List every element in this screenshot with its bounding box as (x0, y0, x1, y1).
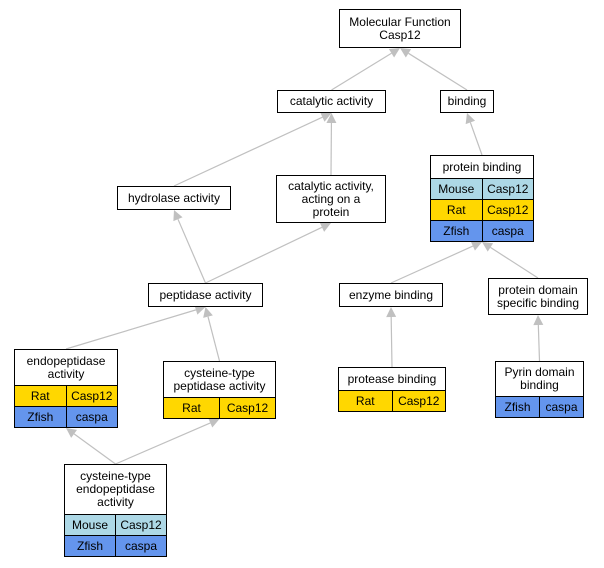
node-label: Pyrin domain binding (504, 365, 575, 392)
edge-protease-enzb (390, 316, 393, 368)
node-label: protease binding (347, 371, 437, 386)
node-label: catalytic activity (289, 94, 374, 108)
species-cell: Zfish (15, 407, 66, 427)
gene-cell: Casp12 (115, 515, 166, 535)
gene-cell: caspa (539, 397, 583, 417)
node-cysteine-type-endopeptidase-activity[interactable]: cysteine-type endopeptidase activity Mou… (64, 464, 167, 557)
node-catalytic-activity-acting-on-protein[interactable]: catalytic activity, acting on a protein (276, 175, 386, 223)
arrowhead-hydro-cat (320, 112, 332, 122)
gene-cell: Casp12 (219, 398, 275, 418)
arrowhead-catprot-cat (326, 113, 337, 124)
arrowhead-cysendo-endo (66, 428, 78, 438)
gene-cell: Casp12 (65, 386, 117, 406)
arrowhead-endo-pept (194, 305, 206, 315)
node-catalytic-activity[interactable]: catalytic activity (277, 90, 386, 113)
node-enzyme-binding[interactable]: enzyme binding (339, 283, 443, 307)
arrowhead-enzb-protb (470, 241, 482, 251)
arrowhead-protb-bind (465, 113, 476, 125)
species-cell: Zfish (496, 397, 539, 417)
gene-cell: Casp12 (391, 391, 445, 411)
node-binding[interactable]: binding (440, 90, 494, 113)
species-cell: Zfish (65, 536, 115, 556)
species-cell: Rat (431, 200, 482, 220)
node-label: Molecular Function Casp12 (349, 14, 451, 42)
node-label: catalytic activity, acting on a protein (288, 178, 374, 219)
edge-bind-mf (408, 52, 468, 91)
node-label: endopeptidase activity (26, 353, 106, 381)
edge-pept-catprot (205, 226, 323, 284)
species-cell: Mouse (65, 515, 115, 535)
arrowhead-cat-mf (388, 48, 400, 58)
node-label: cysteine-type peptidase activity (173, 365, 266, 393)
edge-pdsb-protb (490, 246, 539, 279)
gene-cell: caspa (65, 407, 117, 427)
species-cell: Rat (339, 391, 392, 411)
edge-pyrin-pdsb (537, 324, 541, 362)
node-label: protein binding (442, 159, 522, 174)
node-label: enzyme binding (348, 287, 434, 302)
edge-endo-pept (65, 309, 197, 350)
node-label: hydrolase activity (127, 190, 221, 205)
node-label: cysteine-type endopeptidase activity (76, 469, 155, 509)
node-protein-domain-specific-binding[interactable]: protein domain specific binding (488, 278, 588, 315)
arrowhead-protease-enzb (386, 307, 397, 318)
node-hydrolase-activity[interactable]: hydrolase activity (117, 186, 231, 210)
arrowhead-bind-mf (400, 48, 412, 58)
arrowhead-pept-catprot (319, 222, 331, 232)
edge-cyspa-pept (207, 316, 221, 362)
edge-protb-bind (469, 122, 483, 156)
species-cell: Rat (164, 398, 219, 418)
node-label: protein domain specific binding (496, 282, 580, 310)
edge-cat-mf (331, 52, 392, 91)
edge-cysendo-cyspa (115, 422, 211, 465)
node-peptidase-activity[interactable]: peptidase activity (148, 283, 263, 307)
arrowhead-pept-hydro (173, 210, 183, 222)
arrowhead-pyrin-pdsb (533, 315, 544, 326)
node-label: binding (447, 94, 487, 108)
gene-cell: caspa (115, 536, 166, 556)
edge-cysendo-endo (73, 433, 116, 465)
edge-hydro-cat (173, 116, 323, 187)
edge-pept-hydro (177, 218, 207, 284)
species-cell: Mouse (431, 179, 482, 199)
edge-enzb-protb (390, 245, 474, 284)
arrowhead-cysendo-cyspa (208, 418, 220, 428)
arrowhead-pdsb-protb (482, 242, 494, 252)
node-molecular-function[interactable]: Molecular Function Casp12 (339, 9, 461, 48)
gene-cell: Casp12 (481, 200, 533, 220)
species-cell: Zfish (431, 221, 482, 241)
gene-cell: caspa (481, 221, 533, 241)
arrowhead-cyspa-pept (203, 307, 213, 318)
species-cell: Rat (15, 386, 66, 406)
gene-cell: Casp12 (481, 179, 533, 199)
node-label: peptidase activity (159, 287, 252, 302)
